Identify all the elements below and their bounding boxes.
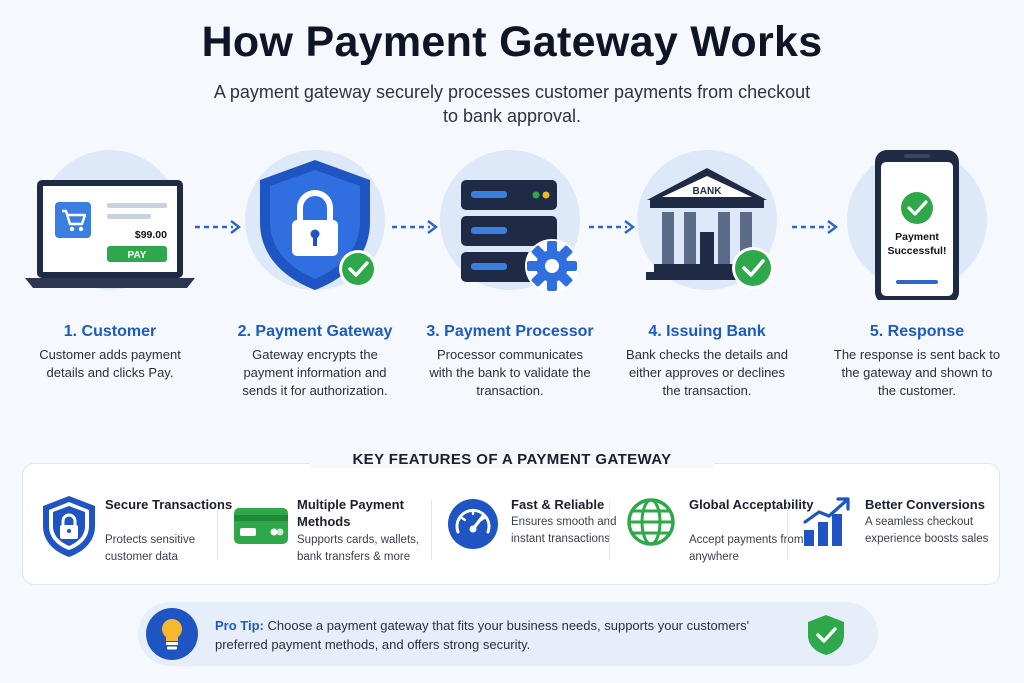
feature-title: Global Acceptability bbox=[689, 497, 814, 512]
features-panel: Secure Transactions Protects sensitive c… bbox=[22, 463, 1000, 585]
pro-tip-banner: Pro Tip: Choose a payment gateway that f… bbox=[138, 602, 878, 666]
feature-global-acceptability: Global Acceptability Accept payments fro… bbox=[625, 494, 814, 574]
pro-tip-text: Pro Tip: Choose a payment gateway that f… bbox=[215, 616, 795, 654]
price-text: $99.00 bbox=[135, 229, 167, 241]
step-payment-gateway: 2. Payment Gateway Gateway encrypts the … bbox=[220, 140, 410, 430]
feature-divider bbox=[609, 500, 610, 560]
feature-title: Fast & Reliable bbox=[511, 497, 605, 512]
feature-divider bbox=[431, 500, 432, 560]
step-description: Bank checks the details and either appro… bbox=[626, 347, 788, 398]
bank-icon: BANK bbox=[646, 168, 774, 289]
feature-title: Secure Transactions bbox=[105, 497, 233, 512]
dashed-arrow-icon bbox=[392, 220, 438, 234]
step-title: 1. Customer bbox=[63, 323, 157, 340]
step-description: Processor communicates with the bank to … bbox=[429, 347, 591, 398]
feature-multiple-payment-methods: Multiple Payment Methods Supports cards,… bbox=[233, 494, 433, 574]
feature-description: Protects sensitive customer data bbox=[105, 534, 196, 563]
step-description: Gateway encrypts the payment information… bbox=[242, 347, 388, 398]
step-title: 3. Payment Processor bbox=[426, 323, 594, 340]
feature-description: A seamless checkout experience boosts sa… bbox=[865, 516, 989, 545]
feature-description: Accept payments from anywhere bbox=[689, 534, 804, 563]
feature-description: Ensures smooth and instant transactions bbox=[511, 516, 617, 545]
step-issuing-bank: BANK 4. Issuing Bank Bank checks the det… bbox=[612, 140, 802, 430]
feature-title: Multiple Payment Methods bbox=[297, 497, 404, 529]
step-description: The response is sent back to the gateway… bbox=[833, 347, 1001, 398]
success-message: Payment Successful! bbox=[887, 231, 947, 257]
page-title: How Payment Gateway Works bbox=[201, 18, 823, 66]
speedometer-icon bbox=[448, 499, 498, 549]
shield-lock-icon bbox=[260, 160, 377, 290]
dashed-arrow-icon bbox=[589, 220, 635, 234]
pro-tip-body: Choose a payment gateway that fits your … bbox=[215, 618, 750, 652]
feature-title: Better Conversions bbox=[865, 497, 985, 512]
step-response: Payment Successful! 5. Response The resp… bbox=[822, 140, 1012, 430]
pay-button bbox=[107, 246, 167, 262]
shield-lock-icon bbox=[43, 496, 95, 557]
pay-button-label: PAY bbox=[128, 250, 147, 261]
step-title: 5. Response bbox=[869, 323, 965, 340]
feature-description: Supports cards, wallets, bank transfers … bbox=[297, 534, 420, 563]
step-description: Customer adds payment details and clicks… bbox=[39, 347, 181, 380]
feature-divider bbox=[217, 500, 218, 560]
features-heading: KEY FEATURES OF A PAYMENT GATEWAY bbox=[310, 451, 714, 468]
process-steps: $99.00 PAY 1. Customer Customer adds pay… bbox=[0, 140, 1024, 440]
globe-icon bbox=[627, 498, 675, 546]
step-title: 4. Issuing Bank bbox=[648, 323, 766, 340]
lightbulb-icon bbox=[146, 608, 198, 660]
laptop-cart-icon: $99.00 PAY bbox=[25, 180, 195, 288]
page-subtitle: A payment gateway securely processes cus… bbox=[213, 82, 811, 126]
server-gear-icon bbox=[461, 180, 579, 293]
dashed-arrow-icon bbox=[195, 220, 241, 234]
step-customer: $99.00 PAY 1. Customer Customer adds pay… bbox=[15, 140, 205, 430]
shield-check-icon bbox=[808, 615, 844, 655]
step-title: 2. Payment Gateway bbox=[237, 323, 393, 340]
feature-fast-reliable: Fast & Reliable Ensures smooth and insta… bbox=[447, 494, 627, 574]
feature-secure-transactions: Secure Transactions Protects sensitive c… bbox=[41, 494, 232, 574]
bank-sign-text: BANK bbox=[693, 186, 723, 197]
feature-divider bbox=[787, 500, 788, 560]
dashed-arrow-icon bbox=[792, 220, 838, 234]
step-payment-processor: 3. Payment Processor Processor communica… bbox=[415, 140, 605, 430]
pro-tip-label: Pro Tip: bbox=[215, 618, 264, 633]
feature-better-conversions: Better Conversions A seamless checkout e… bbox=[801, 494, 991, 574]
phone-success-icon bbox=[875, 150, 959, 300]
credit-card-icon bbox=[234, 508, 288, 544]
bar-chart-icon bbox=[803, 497, 850, 546]
